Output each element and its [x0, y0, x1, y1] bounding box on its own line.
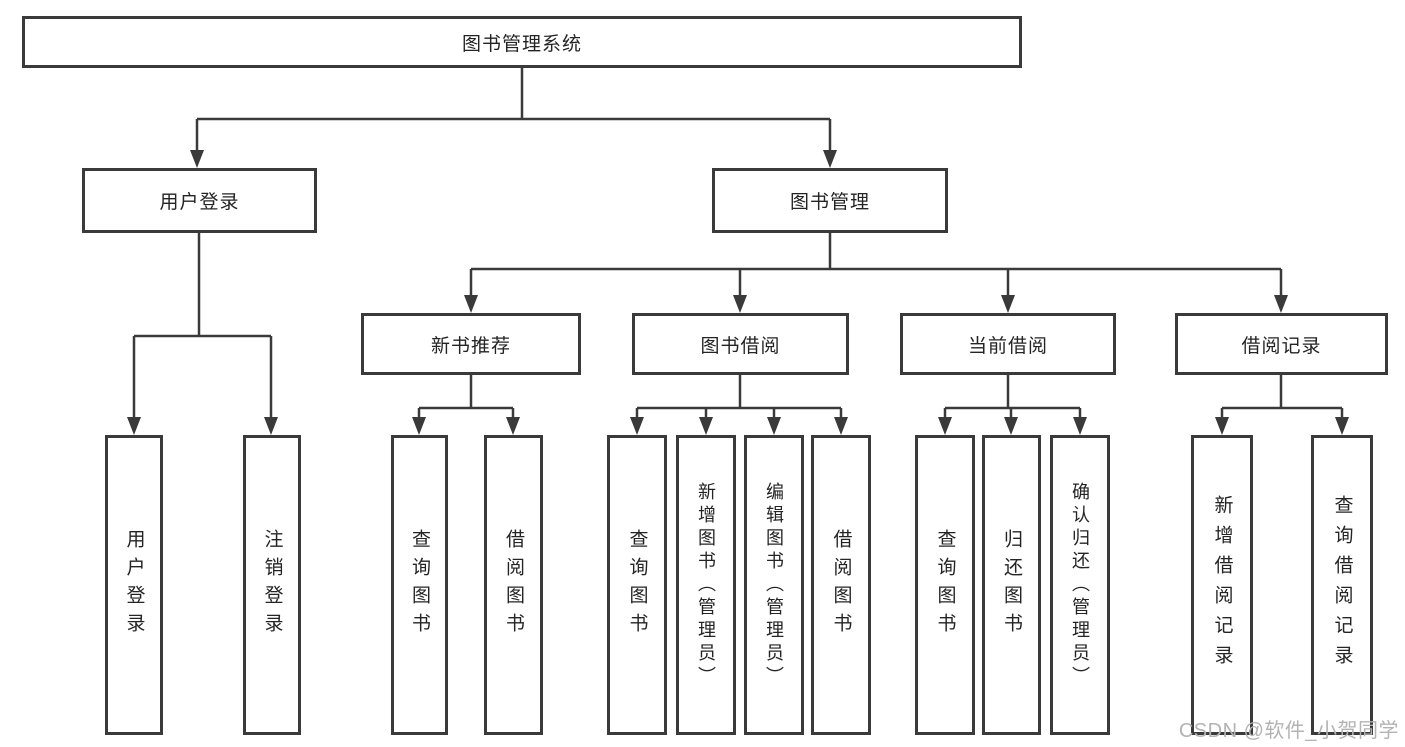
node-bb-borrow-books: 借阅图书: [811, 435, 871, 735]
node-bb-query-books: 查询图书: [607, 435, 667, 735]
edge-book-mgmt-children: [469, 233, 1283, 297]
node-current-borrow: 当前借阅: [900, 313, 1116, 375]
node-nb-borrow-books: 借阅图书: [484, 435, 543, 735]
node-book-borrow: 图书借阅: [632, 313, 849, 375]
node-new-books: 新书推荐: [361, 313, 581, 375]
node-user-login: 用户登录: [82, 168, 317, 233]
edge-user-login-children: [132, 233, 273, 419]
edge-current-borrow-children: [943, 375, 1082, 421]
node-bb-add-books-admin: 新增图书（管理员）: [676, 435, 736, 735]
node-nb-query-books: 查询图书: [391, 435, 448, 735]
edge-root-children: [195, 68, 832, 152]
node-br-query-record: 查询借阅记录: [1311, 435, 1373, 735]
csdn-watermark: CSDN @软件_小贺同学: [1178, 720, 1399, 742]
node-cb-confirm-return-admin: 确认归还（管理员）: [1050, 435, 1110, 735]
node-cb-return-books: 归还图书: [982, 435, 1041, 735]
node-bb-edit-books-admin: 编辑图书（管理员）: [744, 435, 804, 735]
node-book-mgmt: 图书管理: [712, 168, 948, 233]
edge-new-books-children: [417, 375, 515, 421]
node-leaf-user-login: 用户登录: [105, 435, 163, 735]
node-borrow-records: 借阅记录: [1175, 313, 1388, 375]
node-cb-query-books: 查询图书: [915, 435, 975, 735]
edge-book-borrow-children: [635, 375, 843, 421]
node-br-add-record: 新增借阅记录: [1191, 435, 1253, 735]
node-root: 图书管理系统: [22, 16, 1022, 68]
edge-borrow-records-children: [1220, 375, 1344, 421]
node-leaf-logout: 注销登录: [243, 435, 301, 735]
